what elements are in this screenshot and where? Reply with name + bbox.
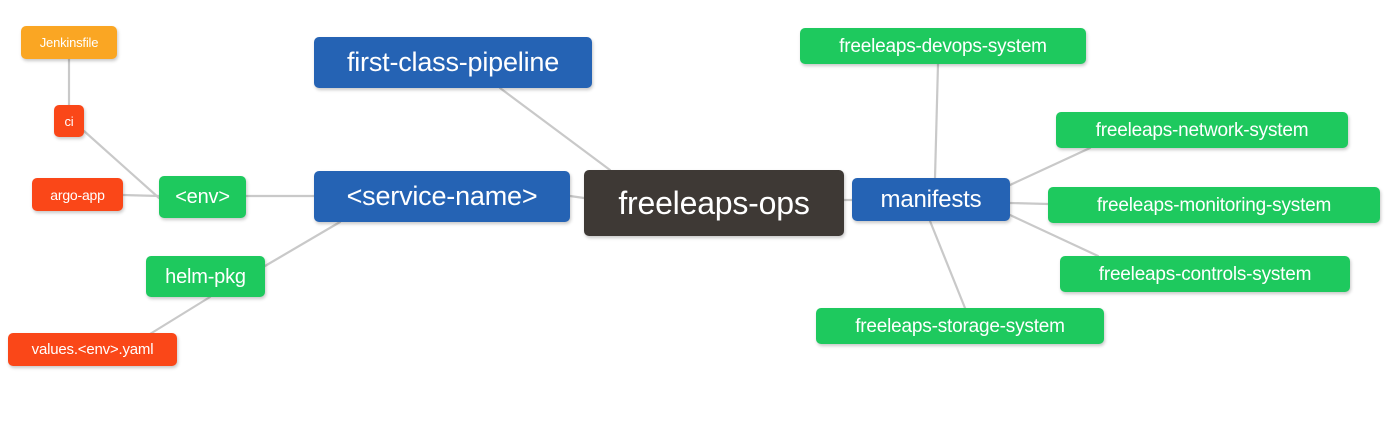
mindmap-node-label: freeleaps-network-system [1095, 119, 1309, 141]
mindmap-node-label: freeleaps-storage-system [855, 315, 1065, 337]
mindmap-node-label: freeleaps-monitoring-system [1096, 194, 1332, 216]
edge-helm-pkg-to-service-name [263, 220, 342, 268]
mindmap-node-helm-pkg[interactable]: helm-pkg [146, 256, 265, 297]
mindmap-node-label: Jenkinsfile [39, 35, 99, 50]
mindmap-node-freeleaps-network-system[interactable]: freeleaps-network-system [1056, 112, 1348, 148]
mindmap-node-ci[interactable]: ci [54, 105, 84, 137]
mindmap-node-label: <service-name> [346, 181, 538, 211]
mindmap-node-label: values.<env>.yaml [31, 341, 154, 358]
mindmap-node-manifests[interactable]: manifests [852, 178, 1010, 221]
mindmap-node-service-name[interactable]: <service-name> [314, 171, 570, 222]
mindmap-node-freeleaps-monitoring-system[interactable]: freeleaps-monitoring-system [1048, 187, 1380, 223]
edge-manifests-to-freeleaps-monitoring-system [1008, 201, 1050, 206]
edge-values-env-yaml-to-helm-pkg [148, 295, 212, 336]
mindmap-node-label: manifests [880, 185, 982, 213]
edge-service-name-to-freeleaps-ops [568, 194, 586, 200]
edge-first-class-pipeline-to-freeleaps-ops [498, 86, 612, 172]
mindmap-node-label: first-class-pipeline [346, 47, 560, 77]
mindmap-node-label: helm-pkg [165, 265, 246, 288]
mindmap-node-label: freeleaps-devops-system [839, 35, 1047, 57]
mindmap-node-freeleaps-ops[interactable]: freeleaps-ops [584, 170, 844, 236]
mindmap-node-label: freeleaps-ops [618, 185, 810, 221]
mindmap-node-values-env-yaml[interactable]: values.<env>.yaml [8, 333, 177, 366]
edge-argo-app-to-env [121, 193, 161, 198]
mindmap-node-label: argo-app [50, 186, 105, 203]
mindmap-node-env[interactable]: <env> [159, 176, 246, 218]
edge-manifests-to-freeleaps-storage-system [928, 219, 967, 310]
mindmap-node-first-class-pipeline[interactable]: first-class-pipeline [314, 37, 592, 88]
mindmap-node-freeleaps-controls-system[interactable]: freeleaps-controls-system [1060, 256, 1350, 292]
mindmap-node-argo-app[interactable]: argo-app [32, 178, 123, 211]
edge-manifests-to-freeleaps-devops-system [933, 62, 940, 180]
mindmap-node-freeleaps-devops-system[interactable]: freeleaps-devops-system [800, 28, 1086, 64]
mindmap-node-jenkinsfile[interactable]: Jenkinsfile [21, 26, 117, 59]
mindmap-node-label: <env> [175, 186, 230, 208]
mindmap-node-label: ci [64, 113, 74, 129]
mindmap-node-label: freeleaps-controls-system [1098, 263, 1312, 285]
edge-manifests-to-freeleaps-network-system [1008, 146, 1092, 187]
mindmap-node-freeleaps-storage-system[interactable]: freeleaps-storage-system [816, 308, 1104, 344]
